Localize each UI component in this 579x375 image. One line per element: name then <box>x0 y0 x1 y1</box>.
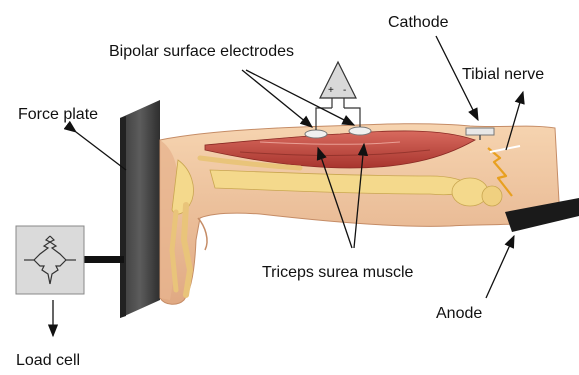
label-bipolar-electrodes: Bipolar surface electrodes <box>109 43 294 61</box>
label-force-plate: Force plate <box>18 106 98 124</box>
amplifier-icon: + - <box>320 62 356 108</box>
label-load-cell: Load cell <box>16 352 80 370</box>
label-cathode: Cathode <box>388 14 449 32</box>
label-triceps-muscle: Triceps surea muscle <box>262 264 413 282</box>
load-cell <box>16 226 84 294</box>
arrow-anode <box>486 236 514 298</box>
force-plate <box>120 100 160 318</box>
arrow-force-plate <box>76 132 126 170</box>
amplifier-plus: + <box>328 85 334 96</box>
label-anode: Anode <box>436 305 482 323</box>
amplifier-minus: - <box>343 85 346 96</box>
load-cell-rod <box>82 256 124 263</box>
label-tibial-nerve: Tibial nerve <box>462 66 544 84</box>
